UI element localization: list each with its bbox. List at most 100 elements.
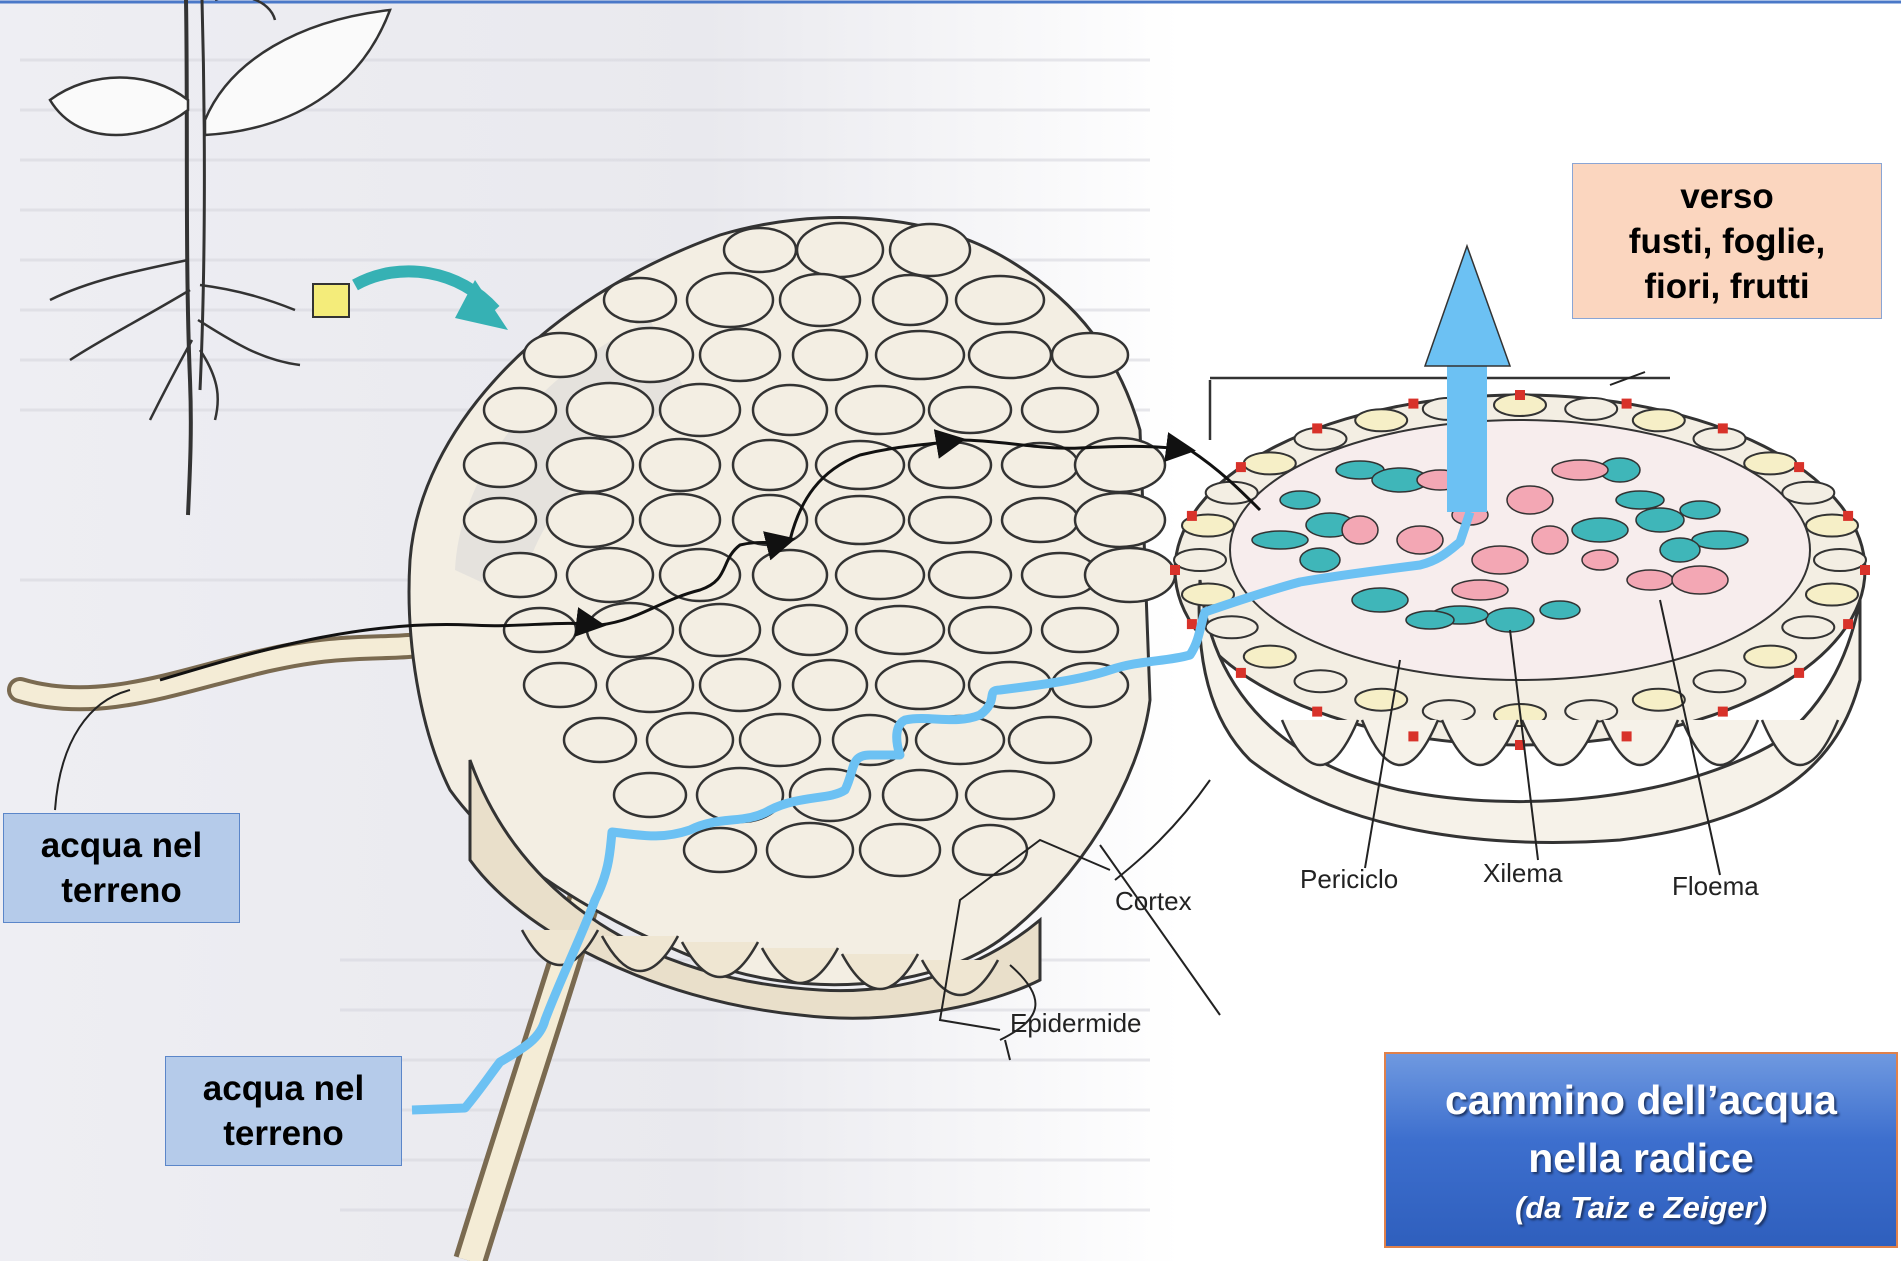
stele-cortex-cell (1355, 409, 1407, 431)
phloem-cell (1680, 501, 1720, 519)
cortex-cell (836, 551, 924, 599)
phloem-cell (1616, 491, 1664, 509)
cortex-cell (660, 384, 740, 436)
cortex-cell (873, 275, 947, 325)
cortex-cell (883, 770, 957, 820)
cortex-cell (640, 494, 720, 546)
xylem-cell (1397, 526, 1443, 554)
stele-cortex-cell (1174, 549, 1226, 571)
cortex-cell (816, 496, 904, 544)
title-citation: (da Taiz e Zeiger) (1515, 1187, 1767, 1229)
xylem-cell (1452, 580, 1508, 600)
phloem-cell (1300, 548, 1340, 572)
casparian-strip-mark (1794, 668, 1804, 678)
xylem-cell (1582, 550, 1618, 570)
cortex-cell (949, 607, 1031, 653)
stele-cortex-cell (1744, 452, 1796, 474)
casparian-strip-mark (1408, 731, 1418, 741)
cortex-cell (524, 333, 596, 377)
callout-water-line-1: acqua nel (41, 823, 202, 868)
cortex-cell (780, 274, 860, 326)
cortex-cell (567, 383, 653, 437)
stele-cortex-cell (1694, 670, 1746, 692)
phloem-cell (1486, 608, 1534, 632)
stele-cortex-cell (1782, 482, 1834, 504)
cortex-cell (860, 824, 940, 876)
cortex-cell (700, 659, 780, 711)
phloem-cell (1352, 588, 1408, 612)
cortex-cell (797, 223, 883, 277)
casparian-strip-mark (1515, 390, 1525, 400)
casparian-strip-mark (1622, 399, 1632, 409)
label-phloem: Floema (1672, 871, 1759, 901)
casparian-strip-mark (1794, 462, 1804, 472)
cortex-cell (909, 442, 991, 488)
cortex-cell (1085, 548, 1175, 602)
cortex-cell (464, 443, 536, 487)
casparian-strip-mark (1236, 668, 1246, 678)
label-epidermis: Epidermide (1010, 1008, 1142, 1038)
cortex-cell (567, 548, 653, 602)
casparian-strip-mark (1187, 511, 1197, 521)
cortex-cell (604, 278, 676, 322)
casparian-strip-mark (1843, 511, 1853, 521)
destination-line-3: fiori, frutti (1644, 264, 1809, 309)
stele-cortex-cell (1633, 409, 1685, 431)
title-box: cammino dell’acqua nella radice (da Taiz… (1384, 1052, 1898, 1248)
cortex-cell (1052, 333, 1128, 377)
destination-line-2: fusti, foglie, (1629, 219, 1825, 264)
upward-arrow-shaft (1447, 360, 1487, 512)
cortex-cell (607, 328, 693, 382)
cortex-cell (767, 823, 853, 877)
stele-cortex-cell (1633, 689, 1685, 711)
stele-cortex-cell (1744, 646, 1796, 668)
cortex-cell (929, 387, 1011, 433)
casparian-strip-mark (1408, 399, 1418, 409)
cortex-cell (953, 825, 1027, 875)
cortex-cell (740, 714, 820, 766)
xylem-cell (1552, 460, 1608, 480)
stele-cortex-cell (1782, 616, 1834, 638)
phloem-cell (1406, 611, 1454, 629)
phloem-cell (1572, 518, 1628, 542)
cortex-cell (733, 440, 807, 490)
xylem-cell (1627, 570, 1673, 590)
cortex-cell (724, 228, 796, 272)
cortex-cell (969, 332, 1051, 378)
sample-region-marker (313, 284, 349, 317)
stele-cortex-cell (1806, 584, 1858, 606)
cortex-cell (753, 550, 827, 600)
casparian-strip-mark (1622, 731, 1632, 741)
cortex-cell (614, 773, 686, 817)
stele-cortex-cell (1295, 670, 1347, 692)
cortex-cell (607, 658, 693, 712)
label-xylem: Xilema (1483, 858, 1563, 888)
casparian-strip-mark (1718, 423, 1728, 433)
casparian-strip-mark (1170, 565, 1180, 575)
phloem-cell (1692, 531, 1748, 549)
cortex-cell (793, 330, 867, 380)
title-line-2: nella radice (1528, 1129, 1754, 1187)
destination-line-1: verso (1680, 174, 1773, 219)
casparian-strip-mark (1843, 619, 1853, 629)
casparian-strip-mark (1312, 423, 1322, 433)
callout-water-in-soil-left: acqua nel terreno (3, 813, 240, 923)
xylem-cell (1472, 546, 1528, 574)
cortex-cell (856, 606, 944, 654)
phloem-cell (1280, 491, 1320, 509)
cortex-cell (876, 661, 964, 709)
label-pericycle: Periciclo (1300, 864, 1398, 894)
phloem-cell (1540, 601, 1580, 619)
cortex-cell (547, 493, 633, 547)
cortex-cell (640, 439, 720, 491)
cortex-cell (587, 603, 673, 657)
xylem-cell (1532, 526, 1568, 554)
stele-cortex-cell (1206, 616, 1258, 638)
cortex-cell (547, 438, 633, 492)
cortex-cell (773, 605, 847, 655)
casparian-strip-mark (1187, 619, 1197, 629)
callout-water-line-2: terreno (61, 868, 182, 913)
label-cortex: Cortex (1115, 886, 1192, 916)
casparian-strip-mark (1860, 565, 1870, 575)
cortex-cell (684, 828, 756, 872)
